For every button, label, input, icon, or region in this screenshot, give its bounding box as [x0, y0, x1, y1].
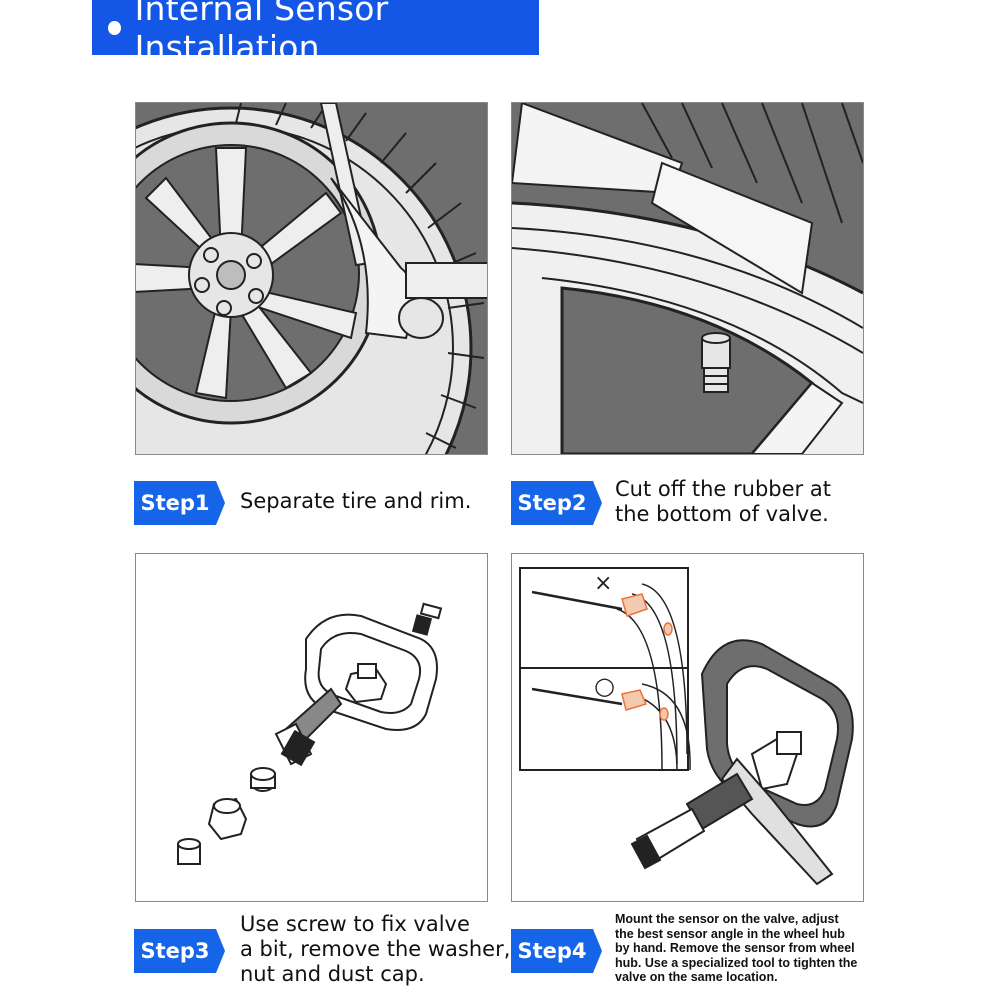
step3-text-line: a bit, remove the washer,	[240, 937, 511, 961]
step1-illustration	[135, 102, 488, 455]
step4-text-line: valve on the same location.	[615, 970, 778, 984]
step1-badge: Step1	[134, 481, 225, 525]
step3-badge: Step3	[134, 929, 225, 973]
step3-text-line: Use screw to fix valve	[240, 912, 470, 936]
step4-badge: Step4	[511, 929, 602, 973]
step4-text-line: Mount the sensor on the valve, adjust	[615, 912, 839, 926]
step3-text-line: nut and dust cap.	[240, 962, 425, 986]
bullet-dot-icon	[108, 20, 121, 35]
step4-illustration: × ○	[511, 553, 864, 902]
step2-text-line: the bottom of valve.	[615, 502, 829, 526]
step4-text-line: hub. Use a specialized tool to tighten t…	[615, 955, 858, 970]
step2-text-line: Cut off the rubber at	[615, 477, 831, 501]
page-title: Internal Sensor Installation	[134, 0, 389, 67]
step3-illustration	[135, 553, 488, 902]
step4-text-line: the best sensor angle in the wheel hub	[615, 926, 845, 941]
step2-description: Cut off the rubber at the bottom of valv…	[615, 477, 831, 527]
wrong-angle-mark: ×	[594, 571, 612, 596]
valve-parts-drawing	[136, 554, 487, 901]
step2-illustration	[511, 102, 864, 455]
step1-description: Separate tire and rim.	[240, 489, 472, 513]
sensor-mount-drawing: × ○	[512, 554, 863, 901]
step4-description: Mount the sensor on the valve, adjust th…	[615, 912, 865, 985]
valve-cut-drawing	[512, 103, 863, 454]
step3-description: Use screw to fix valve a bit, remove the…	[240, 912, 510, 987]
page-header: Internal Sensor Installation	[92, 0, 539, 67]
correct-angle-mark: ○	[594, 672, 615, 700]
step2-badge: Step2	[511, 481, 602, 525]
step4-text-line: by hand. Remove the sensor from wheel	[615, 941, 855, 955]
tire-separation-drawing	[136, 103, 487, 454]
